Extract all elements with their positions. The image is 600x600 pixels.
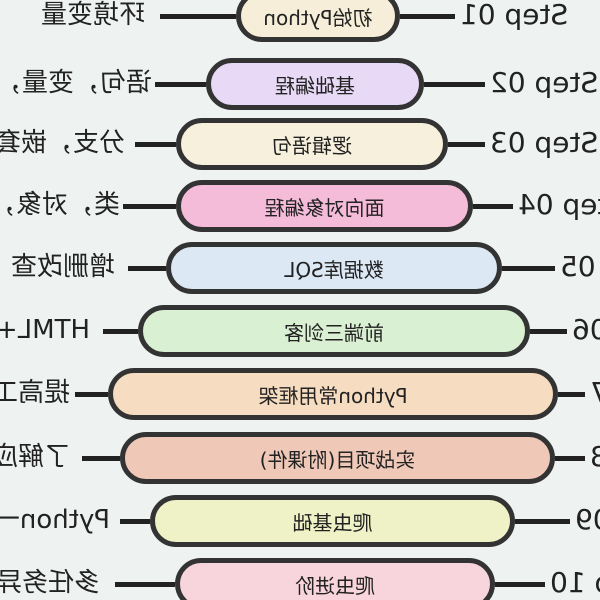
- connector-line: [135, 142, 176, 147]
- connector-line: [558, 392, 585, 397]
- step-description: 类，对象，: [0, 190, 120, 220]
- step-title: 面向对象编程: [264, 195, 385, 220]
- step-title: 实战项目(附课件): [259, 447, 416, 472]
- step-pill: 数据库SQL: [166, 242, 502, 294]
- step-description: 环境变量: [40, 0, 145, 30]
- connector-line: [530, 329, 567, 334]
- connector-line: [82, 456, 120, 461]
- step-pill: 爬虫进阶: [175, 558, 495, 600]
- step-label: Step 02: [490, 66, 599, 99]
- step-description: 多任务异: [0, 568, 100, 598]
- connector-line: [502, 266, 555, 271]
- connector-line: [495, 582, 545, 587]
- connector-line: [473, 204, 513, 209]
- step-label: Step 03: [490, 126, 599, 159]
- step-description: 分支，嵌套: [0, 128, 125, 158]
- step-title: 初始Python: [263, 5, 373, 30]
- step-title: 爬虫基础: [292, 510, 373, 535]
- step-title: 逻辑语句: [272, 133, 352, 158]
- step-description: Python一: [0, 505, 110, 535]
- step-pill: 基础编程: [206, 58, 424, 110]
- connector-line: [103, 329, 138, 334]
- connector-line: [515, 519, 570, 524]
- step-pill: 前端三剑客: [138, 305, 530, 357]
- step-description: 增删改查: [10, 252, 115, 282]
- step-pill: Python常用框架: [108, 368, 558, 420]
- connector-line: [448, 142, 485, 147]
- step-pill: 爬虫基础: [150, 495, 515, 547]
- step-label: Step 10: [550, 566, 600, 599]
- step-description: 语句，变量，字: [0, 68, 152, 98]
- step-description: 了解应: [0, 442, 70, 472]
- step-label: Step 07: [590, 376, 600, 409]
- connector-line: [120, 519, 150, 524]
- step-description: 提高工: [0, 378, 70, 408]
- step-title: 爬虫进阶: [295, 573, 375, 598]
- step-pill: 实战项目(附课件): [120, 432, 555, 484]
- connector-line: [160, 14, 236, 19]
- step-label: Step 06: [572, 313, 600, 346]
- connector-line: [555, 456, 585, 461]
- connector-line: [75, 392, 108, 397]
- step-title: 数据库SQL: [284, 257, 384, 282]
- connector-line: [115, 582, 175, 587]
- step-label: Step 05: [560, 250, 600, 283]
- step-pill: 初始Python: [236, 0, 400, 42]
- step-title: 基础编程: [275, 73, 355, 98]
- connector-line: [424, 82, 485, 87]
- connector-line: [128, 266, 166, 271]
- step-pill: 逻辑语句: [176, 118, 448, 170]
- connector-line: [155, 82, 206, 87]
- step-label: Step 01: [460, 0, 569, 31]
- step-title: 前端三剑客: [284, 320, 384, 345]
- step-title: Python常用框架: [258, 383, 408, 408]
- step-label: Step 09: [575, 503, 600, 536]
- step-pill: 面向对象编程: [176, 180, 473, 232]
- step-label: Step 08: [590, 440, 600, 473]
- step-label: Step 04: [518, 188, 600, 221]
- connector-line: [123, 204, 176, 209]
- step-description: HTML+C: [0, 315, 90, 345]
- connector-line: [400, 14, 455, 19]
